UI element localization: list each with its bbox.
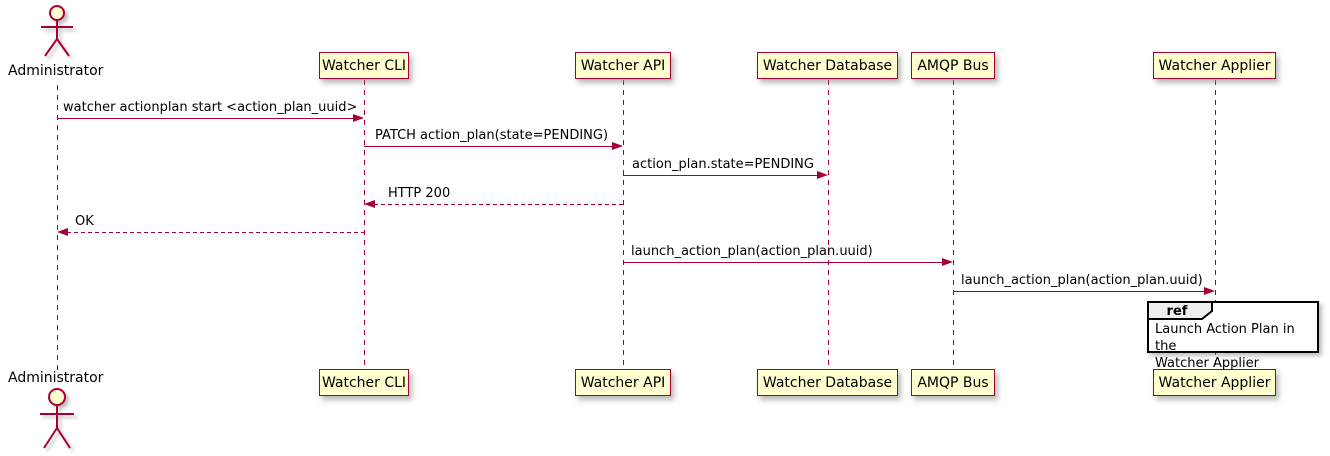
actor-label-top: Administrator [8, 63, 104, 79]
ref-keyword: ref [1166, 304, 1188, 319]
participant-watcher-cli-top: Watcher CLI [319, 52, 409, 79]
participant-watcher-database-top: Watcher Database [757, 52, 898, 79]
participant-watcher-database-bottom: Watcher Database [757, 369, 898, 396]
message-arrow [623, 262, 943, 263]
message-arrow [374, 204, 623, 205]
ref-text: Launch Action Plan in the Watcher Applie… [1155, 322, 1295, 371]
arrowhead-icon [353, 114, 364, 122]
arrowhead-icon [1204, 287, 1215, 295]
actor-icon [41, 5, 73, 57]
actor-icon [40, 388, 74, 449]
participant-amqp-bus-bottom: AMQP Bus [911, 369, 995, 396]
actor-label-bottom: Administrator [8, 370, 104, 386]
message-label: HTTP 200 [388, 186, 451, 201]
participant-watcher-cli-bottom: Watcher CLI [319, 369, 409, 396]
arrowhead-icon [942, 258, 953, 266]
ref-fragment: ref Launch Action Plan in the Watcher Ap… [1147, 301, 1319, 371]
participant-amqp-bus-top: AMQP Bus [911, 52, 995, 79]
message-label: action_plan.state=PENDING [632, 157, 814, 172]
message-label: PATCH action_plan(state=PENDING) [375, 128, 609, 143]
arrowhead-icon [364, 200, 375, 208]
message-arrow [953, 291, 1205, 292]
participant-watcher-api-top: Watcher API [575, 52, 671, 79]
lifeline-watcher-applier [1215, 80, 1216, 369]
lifeline-watcher-database [828, 80, 829, 369]
ref-header-shape [1147, 301, 1213, 320]
participant-watcher-api-bottom: Watcher API [575, 369, 671, 396]
message-arrow [364, 146, 613, 147]
arrowhead-icon [817, 171, 828, 179]
message-arrow [57, 118, 354, 119]
message-label: watcher actionplan start <action_plan_uu… [63, 100, 358, 115]
participant-watcher-applier-bottom: Watcher Applier [1153, 369, 1276, 396]
message-label: launch_action_plan(action_plan.uuid) [631, 244, 873, 259]
lifeline-watcher-cli [364, 80, 365, 369]
participant-watcher-applier-top: Watcher Applier [1153, 52, 1276, 79]
message-arrow [67, 232, 364, 233]
message-label: OK [75, 214, 94, 229]
message-label: launch_action_plan(action_plan.uuid) [961, 273, 1203, 288]
lifeline-amqp-bus [953, 80, 954, 369]
arrowhead-icon [57, 228, 68, 236]
message-arrow [623, 175, 818, 176]
arrowhead-icon [612, 142, 623, 150]
lifeline-watcher-api [623, 80, 624, 369]
